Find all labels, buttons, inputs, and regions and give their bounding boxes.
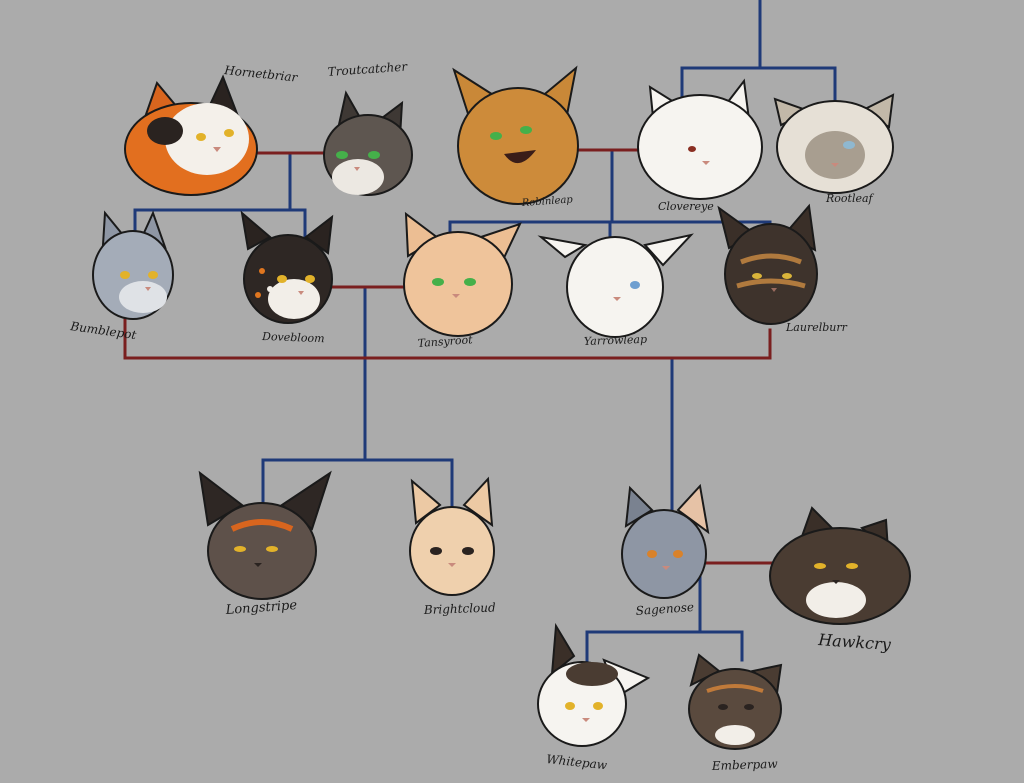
descent-line-dovebloom-tansyroot-kits: [261, 285, 454, 512]
descent-line-top-parents: [680, 0, 837, 102]
cat-name-clovereye: Clovereye: [658, 200, 714, 213]
cat-name-rootleaf: Rootleaf: [825, 192, 875, 205]
cat-portrait-yarrowleap: [537, 233, 694, 338]
mate-line-bumblepot-laurelburr: [123, 308, 772, 360]
cat-portrait-brightcloud: [409, 476, 495, 596]
cat-portrait-tansyroot: [403, 211, 522, 337]
cat-name-brightcloud: Brightcloud: [423, 600, 497, 617]
cat-name-tansyroot: Tansyroot: [417, 333, 473, 350]
cat-name-sagenose: Sagenose: [635, 600, 694, 618]
cat-portrait-clovereye: [637, 78, 763, 200]
descent-line-sagenose-hawkcry-kits: [585, 561, 744, 662]
cat-portrait-dovebloom: [240, 210, 334, 324]
cat-portrait-robinleap: [452, 65, 579, 205]
cat-name-hornetbriar: Hornetbriar: [223, 63, 300, 85]
descent-line-hornetbriar-troutcatcher-kits: [133, 151, 307, 242]
cat-portrait-emberpaw: [688, 653, 783, 750]
cat-portrait-rootleaf: [773, 93, 895, 194]
cat-name-hawkcry: Hawkcry: [817, 630, 893, 654]
cat-portrait-longstripe: [198, 470, 332, 600]
cat-portrait-bumblepot: [92, 210, 174, 320]
cat-name-emberpaw: Emberpaw: [711, 757, 779, 773]
cat-portrait-hornetbriar: [124, 74, 258, 196]
cat-portrait-hawkcry: [769, 506, 911, 625]
cat-name-yarrowleap: Yarrowleap: [584, 333, 648, 348]
cat-portrait-whitepaw: [537, 622, 651, 747]
descent-line-robinleap-clovereye-kits: [448, 148, 772, 242]
cat-name-dovebloom: Dovebloom: [261, 330, 325, 345]
cat-name-longstripe: Longstripe: [224, 598, 298, 618]
cat-name-laurelburr: Laurelburr: [785, 321, 848, 334]
cat-name-whitepaw: Whitepaw: [546, 752, 609, 772]
cat-name-troutcatcher: Troutcatcher: [327, 59, 409, 79]
cat-portrait-laurelburr: [717, 203, 818, 325]
cat-portrait-troutcatcher: [323, 90, 413, 196]
cat-name-robinleap: Robinleap: [520, 194, 573, 209]
cat-name-bumblepot: Bumblepot: [69, 319, 138, 342]
cat-portrait-sagenose: [621, 483, 710, 599]
